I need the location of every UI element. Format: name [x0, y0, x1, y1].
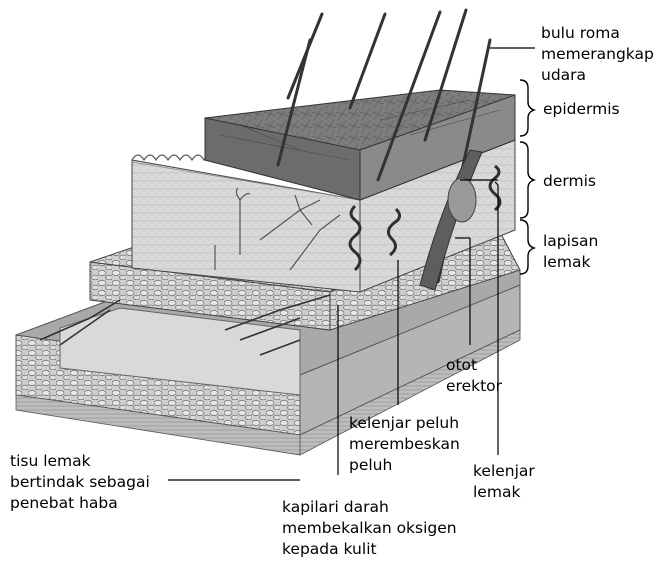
- label-lapisan-lemak: lapisan lemak: [543, 232, 599, 271]
- label-bulu-roma: bulu roma memerangkap udara: [541, 24, 654, 84]
- label-tisu-lemak: tisu lemak bertindak sebagai penebat hab…: [10, 452, 150, 512]
- label-kelenjar-peluh: kelenjar peluh merembeskan peluh: [349, 414, 460, 474]
- label-dermis: dermis: [543, 172, 596, 190]
- layer-braces: [519, 79, 537, 275]
- epidermis-brace: [519, 79, 537, 137]
- label-epidermis: epidermis: [543, 100, 620, 118]
- hair-follicle: [419, 149, 483, 291]
- nerve-branches: [214, 187, 341, 271]
- capillary-network: [39, 294, 331, 356]
- sweat-gland-coils: [348, 164, 502, 272]
- dermis-brace: [519, 141, 537, 219]
- label-otot-erektor: otot erektor: [446, 356, 503, 395]
- fat-layer-brace: [519, 219, 537, 275]
- epidermis-block: [204, 89, 516, 201]
- leader-lines: [168, 47, 535, 481]
- label-kapilari-darah: kapilari darah membekalkan oksigen kepad…: [282, 498, 457, 558]
- hair-shafts: [276, 8, 492, 284]
- label-kelenjar-lemak: kelenjar lemak: [473, 462, 535, 501]
